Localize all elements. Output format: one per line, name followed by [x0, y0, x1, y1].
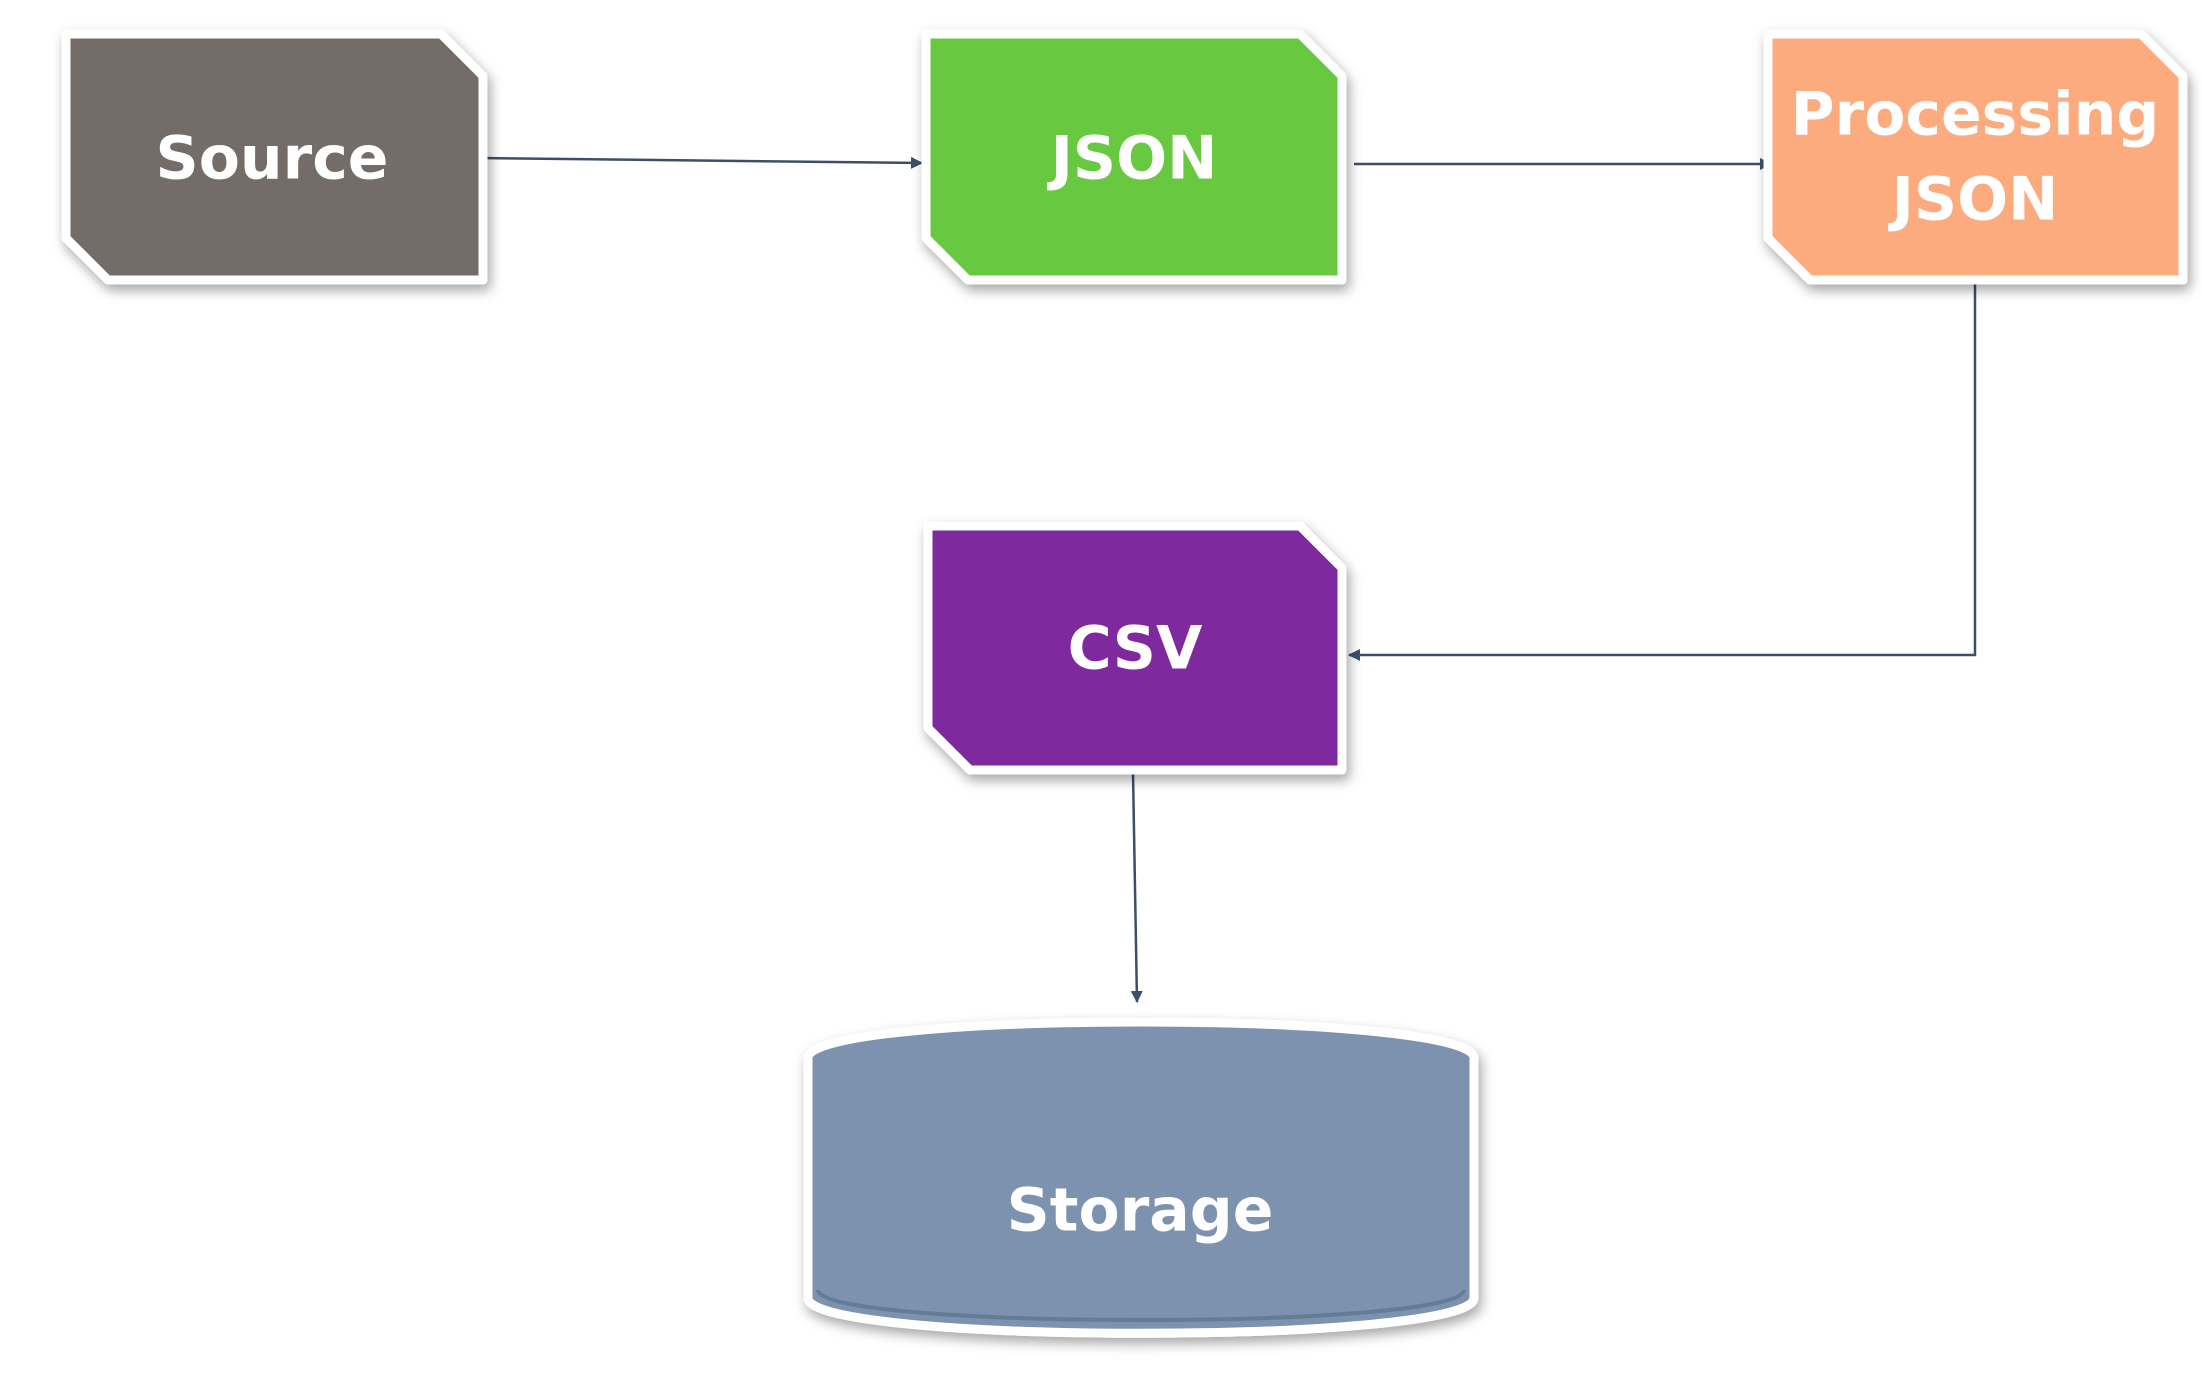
node-processing-json-label-line1: Processing — [1791, 80, 2160, 150]
node-storage: Storage — [803, 1017, 1479, 1338]
node-source: Source — [61, 29, 488, 285]
node-source-shape — [61, 29, 488, 285]
node-storage-label: Storage — [1007, 1176, 1274, 1246]
edge-processing-to-csv — [1348, 283, 1977, 661]
node-storage-shape — [803, 1017, 1479, 1338]
node-source-label: Source — [156, 124, 389, 194]
node-processing-json-shape — [1763, 29, 2188, 285]
node-processing-json-label-line2: JSON — [1888, 165, 2059, 235]
node-json-label: JSON — [1047, 124, 1218, 194]
connectors — [478, 156, 1977, 1003]
node-csv: CSV — [923, 521, 1347, 775]
node-json-shape — [921, 29, 1347, 285]
node-storage-rim — [816, 1289, 1466, 1322]
node-csv-label: CSV — [1068, 614, 1203, 684]
node-json: JSON — [921, 29, 1347, 285]
edge-source-to-json — [478, 156, 923, 169]
node-csv-shape — [923, 521, 1347, 775]
node-processing-json: Processing JSON — [1763, 29, 2188, 285]
edge-csv-to-storage — [1130, 772, 1143, 1003]
